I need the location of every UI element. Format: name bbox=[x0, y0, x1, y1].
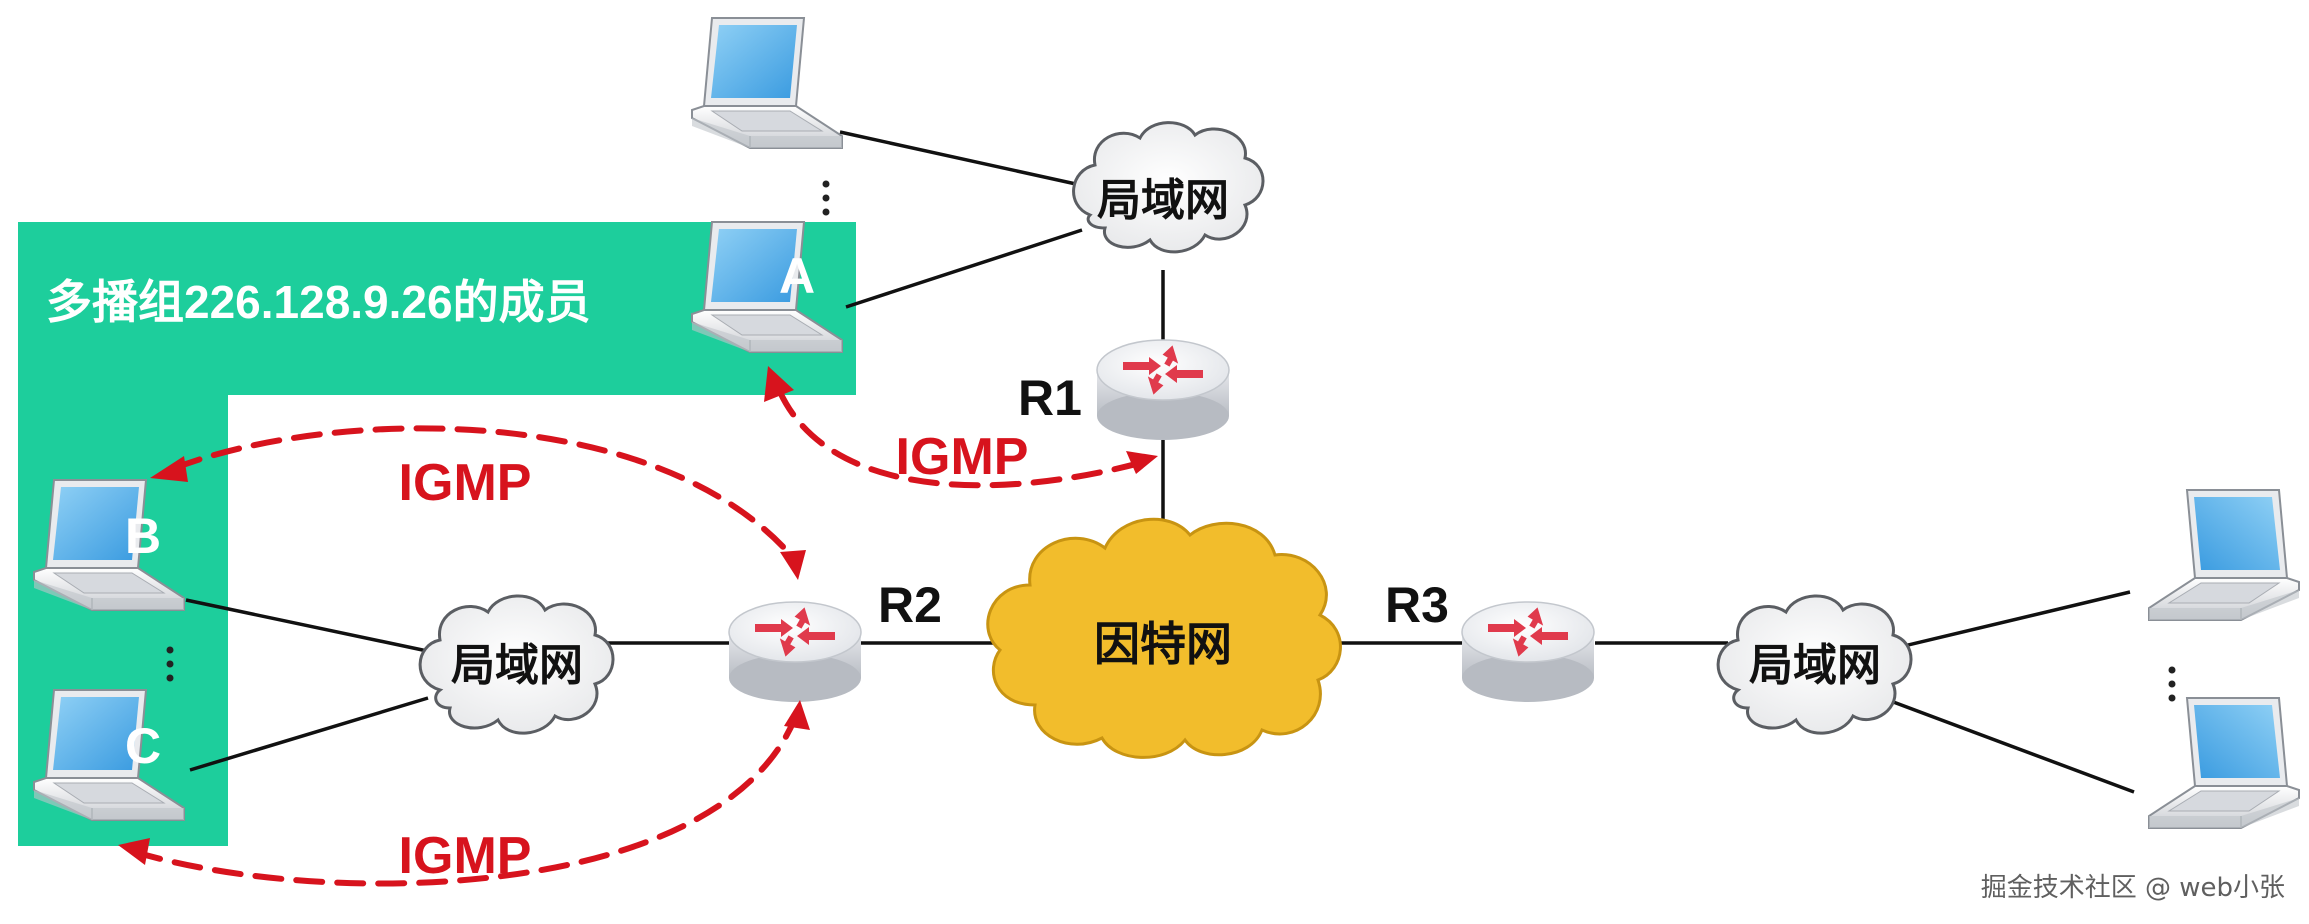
internet-cloud-icon bbox=[986, 517, 1342, 759]
watermark: 掘金技术社区 @ web小张 bbox=[1981, 873, 2285, 903]
igmp-label-r1: IGMP bbox=[896, 428, 1029, 486]
links bbox=[185, 130, 2135, 794]
router-label-r2: R2 bbox=[878, 577, 942, 633]
laptop-icon-right-1 bbox=[2148, 489, 2300, 621]
arrowhead-icon-b bbox=[150, 456, 188, 482]
arrowhead-icon-a bbox=[764, 366, 794, 402]
arrowhead-icon-c bbox=[118, 838, 150, 865]
ellipsis-icon-right bbox=[2168, 666, 2176, 702]
arrowhead-icon-r1-top bbox=[1126, 451, 1158, 474]
router-icon-r1 bbox=[1096, 339, 1230, 441]
lan-label-top: 局域网 bbox=[1097, 176, 1229, 225]
link-a-lan1 bbox=[845, 228, 1083, 309]
igmp-label-lower: IGMP bbox=[399, 827, 532, 885]
igmp-arrow-b-r2 bbox=[172, 425, 798, 563]
link-laptop-top-lan1 bbox=[839, 130, 1086, 188]
link-c-lan2 bbox=[189, 696, 429, 772]
igmp-arrowheads bbox=[118, 366, 1158, 865]
ellipsis-icon-top bbox=[822, 180, 830, 216]
arrowhead-icon-r2-upper bbox=[780, 550, 806, 580]
host-label-c: C bbox=[125, 718, 161, 774]
lan-cloud-icon-left bbox=[418, 594, 615, 735]
ellipsis-icon-left bbox=[166, 646, 174, 682]
lan-cloud-icon-top bbox=[1072, 121, 1265, 254]
router-icon-r2 bbox=[728, 601, 862, 703]
router-icon-r3 bbox=[1461, 601, 1595, 703]
link-lan3-laptop-right1 bbox=[1903, 590, 2131, 648]
internet-label: 因特网 bbox=[1094, 618, 1232, 670]
lan-label-right: 局域网 bbox=[1749, 641, 1881, 690]
igmp-label-upper: IGMP bbox=[399, 454, 532, 512]
igmp-arrow-c-r2 bbox=[132, 715, 798, 887]
link-b-lan2 bbox=[185, 598, 433, 654]
multicast-group-panel bbox=[18, 222, 856, 846]
igmp-arrow-a-r1 bbox=[777, 389, 1143, 489]
laptop-icon-top bbox=[691, 17, 843, 149]
group-label: 多播组226.128.9.26的成员 bbox=[46, 276, 591, 328]
laptop-icon-right-2 bbox=[2148, 697, 2300, 829]
ellipsis-icons bbox=[166, 180, 2176, 702]
link-lan3-laptop-right2 bbox=[1887, 698, 2135, 794]
lan-cloud-icon-right bbox=[1716, 594, 1913, 735]
arrowhead-icon-r2-lower bbox=[784, 700, 810, 730]
igmp-arrows bbox=[132, 389, 1143, 887]
host-label-b: B bbox=[125, 508, 161, 564]
lan-label-left: 局域网 bbox=[451, 641, 583, 690]
router-label-r3: R3 bbox=[1385, 577, 1449, 633]
router-label-r1: R1 bbox=[1018, 370, 1082, 426]
host-label-a: A bbox=[779, 248, 815, 304]
